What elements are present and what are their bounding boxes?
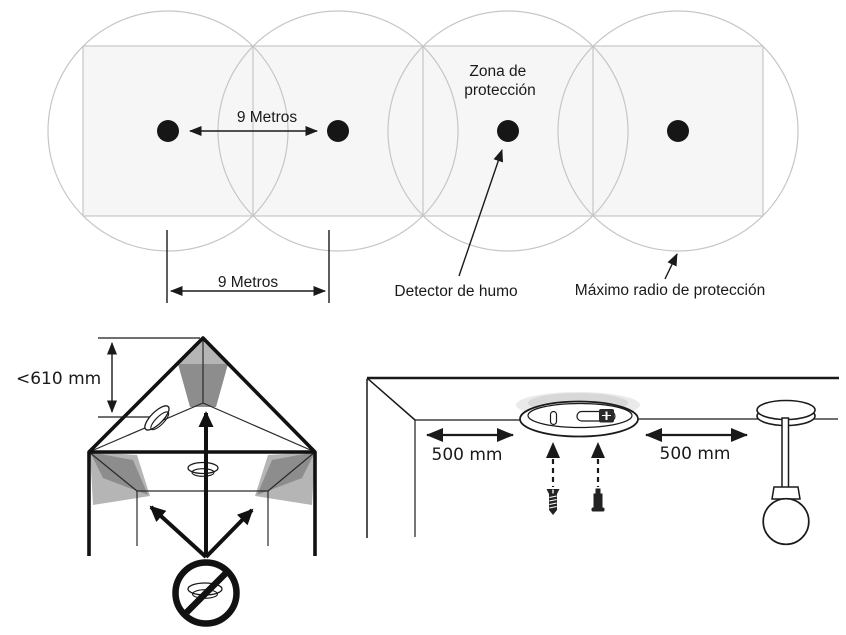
max-protection-radius-circle <box>557 10 799 252</box>
max-radius-label: Máximo radio de protección <box>575 282 765 299</box>
anchor-body <box>593 493 603 508</box>
inner-roof-edge <box>202 402 316 453</box>
right-distance-dimension: 500 mm <box>645 428 748 464</box>
clearance-label: <610 mm <box>16 369 101 389</box>
sloped-ceiling-diagram: <610 mm <box>16 336 317 627</box>
smoke-detector-dots <box>157 120 689 142</box>
no-detector-icon <box>172 559 240 627</box>
smoke-detector-dot <box>497 120 519 142</box>
anchor-tip <box>595 488 601 495</box>
anchor-screw-icon <box>591 488 605 512</box>
ceiling-mounting-diagram: 500 mm 500 mm <box>366 376 839 546</box>
bulb-socket <box>771 486 801 500</box>
floor-detector-icon <box>187 461 219 477</box>
top-spacing-dimension: 9 Metros <box>189 109 318 136</box>
up-arrowhead <box>546 442 560 458</box>
roof-outline <box>87 336 317 556</box>
corner-edge <box>88 451 138 492</box>
smoke-detector-plate <box>516 392 640 438</box>
slope-detector-icon <box>144 405 170 431</box>
callout-arrow <box>458 149 504 277</box>
max-protection-radius-circle <box>387 10 629 252</box>
zone-label: Zona de protección <box>464 63 536 99</box>
left-corner-dead-zone-dark <box>90 452 148 495</box>
bottom-spacing-label: 9 Metros <box>218 274 279 291</box>
screw-threads <box>549 495 557 509</box>
anchor-base <box>591 507 605 512</box>
pendant-rod <box>781 417 790 489</box>
left-distance-dimension: 500 mm <box>426 428 514 465</box>
left-distance-label: 500 mm <box>432 445 503 465</box>
screw-icon <box>546 489 560 515</box>
top-spacing-label: 9 Metros <box>237 109 298 126</box>
arrow-to-left-corner <box>149 505 208 559</box>
light-fixture <box>756 399 816 546</box>
corner-edge <box>267 451 316 492</box>
wall-ceiling-junction <box>415 418 838 421</box>
bottom-spacing-dimension: 9 Metros <box>166 230 330 303</box>
up-arrowhead <box>591 442 605 458</box>
right-distance-label: 500 mm <box>660 444 731 464</box>
prohibition-slash <box>181 568 231 618</box>
screw-insert-arrows <box>546 442 605 487</box>
coverage-zones-diagram: 9 Metros 9 Metros Zona de protección Det… <box>47 10 799 303</box>
roof-inner-edges <box>88 340 316 546</box>
mounting-slot <box>549 410 558 426</box>
arrow-to-right-corner <box>204 508 254 559</box>
detector-label: Detector de humo <box>394 283 517 300</box>
right-corner-dead-zone-dark <box>257 452 315 495</box>
clearance-dimension: <610 mm <box>16 337 200 418</box>
corner-diagonal <box>366 377 416 421</box>
smoke-detector-dot <box>157 120 179 142</box>
canopy-top <box>756 399 816 421</box>
detector-callout: Detector de humo <box>394 149 518 300</box>
callout-arrow <box>664 253 678 280</box>
placement-arrows <box>149 411 254 559</box>
screw-body <box>549 494 557 515</box>
smoke-detector-dot <box>327 120 349 142</box>
protection-zone-squares <box>82 45 764 217</box>
smoke-detector-dot <box>667 120 689 142</box>
max-radius-callout: Máximo radio de protección <box>575 253 765 299</box>
light-bulb <box>762 497 810 546</box>
